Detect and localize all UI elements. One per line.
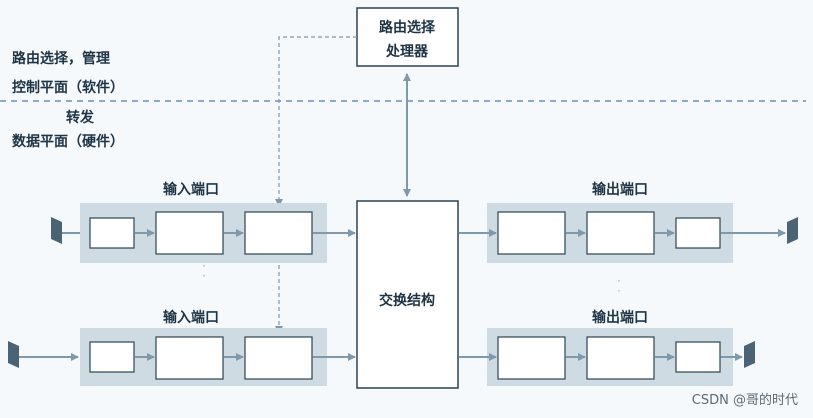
- output-port-top-link-layer: [586, 211, 655, 255]
- switch-fabric-box: [356, 200, 459, 389]
- csdn-watermark: CSDN @哥的时代: [692, 392, 798, 408]
- input-port-bottom-lookup-forwarding: [244, 336, 313, 380]
- control-plane-label-line1: 路由选择，管理: [12, 50, 110, 67]
- output-port-bottom-line-termination: [675, 341, 721, 373]
- routing-processor-label-line2: 处理器: [385, 43, 429, 60]
- output-top-link-icon: [787, 217, 798, 244]
- data-plane-label-line2: 数据平面（硬件）: [12, 133, 124, 150]
- output-bottom-link-icon: [744, 341, 755, 368]
- routing-processor-box: [356, 7, 459, 67]
- input-port-label-bottom: 输入端口: [163, 309, 219, 326]
- routing-processor-label-line1: 路由选择: [379, 19, 436, 36]
- input-port-bottom-link-layer: [155, 336, 224, 380]
- output-port-top-line-termination: [675, 217, 721, 249]
- output-port-top-queue: [497, 211, 566, 255]
- input-port-top-lookup-forwarding: [244, 211, 313, 255]
- data-plane-label-line1: 转发: [66, 109, 95, 126]
- input-port-top-line-termination: [89, 217, 135, 249]
- input-bottom-link-icon: [8, 341, 19, 368]
- input-port-ellipsis: ·: [202, 259, 206, 273]
- output-port-label-bottom: 输出端口: [592, 309, 648, 326]
- output-port-ellipsis: ·: [617, 274, 621, 288]
- input-port-bottom-line-termination: [89, 341, 135, 373]
- output-port-label-top: 输出端口: [592, 181, 648, 198]
- switch-fabric-label: 交换结构: [379, 292, 435, 309]
- output-port-bottom-queue: [497, 336, 566, 380]
- input-top-link-icon: [51, 217, 62, 244]
- input-port-ellipsis-2: ·: [202, 269, 206, 283]
- control-plane-label-line2: 控制平面（软件）: [12, 79, 124, 96]
- input-port-label-top: 输入端口: [163, 181, 219, 198]
- output-port-ellipsis-2: ·: [617, 284, 621, 298]
- control-dashed-path: [275, 36, 357, 207]
- output-port-bottom-link-layer: [586, 336, 655, 380]
- input-port-top-link-layer: [155, 211, 224, 255]
